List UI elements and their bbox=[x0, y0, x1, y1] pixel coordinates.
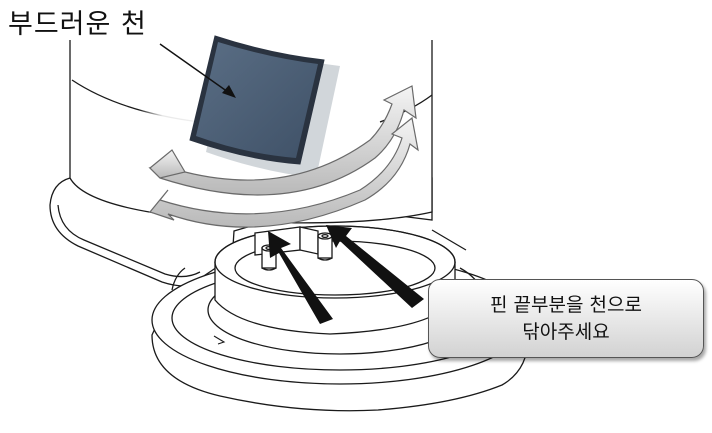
soft-cloth bbox=[189, 35, 340, 178]
curved-wipe-arrows bbox=[148, 85, 419, 228]
instruction-line-2: 닦아주세요 bbox=[522, 320, 610, 343]
platform-mark bbox=[213, 335, 226, 345]
soft-cloth-label: 부드러운 천 bbox=[8, 9, 147, 40]
cloth-label-pointer bbox=[159, 43, 236, 98]
instruction-callout: 핀 끝부분을 천으로 닦아주세요 bbox=[428, 279, 704, 358]
instruction-line-1: 핀 끝부분을 천으로 bbox=[490, 293, 642, 316]
front-platform bbox=[151, 225, 529, 412]
black-pointer-arrows bbox=[268, 225, 424, 324]
